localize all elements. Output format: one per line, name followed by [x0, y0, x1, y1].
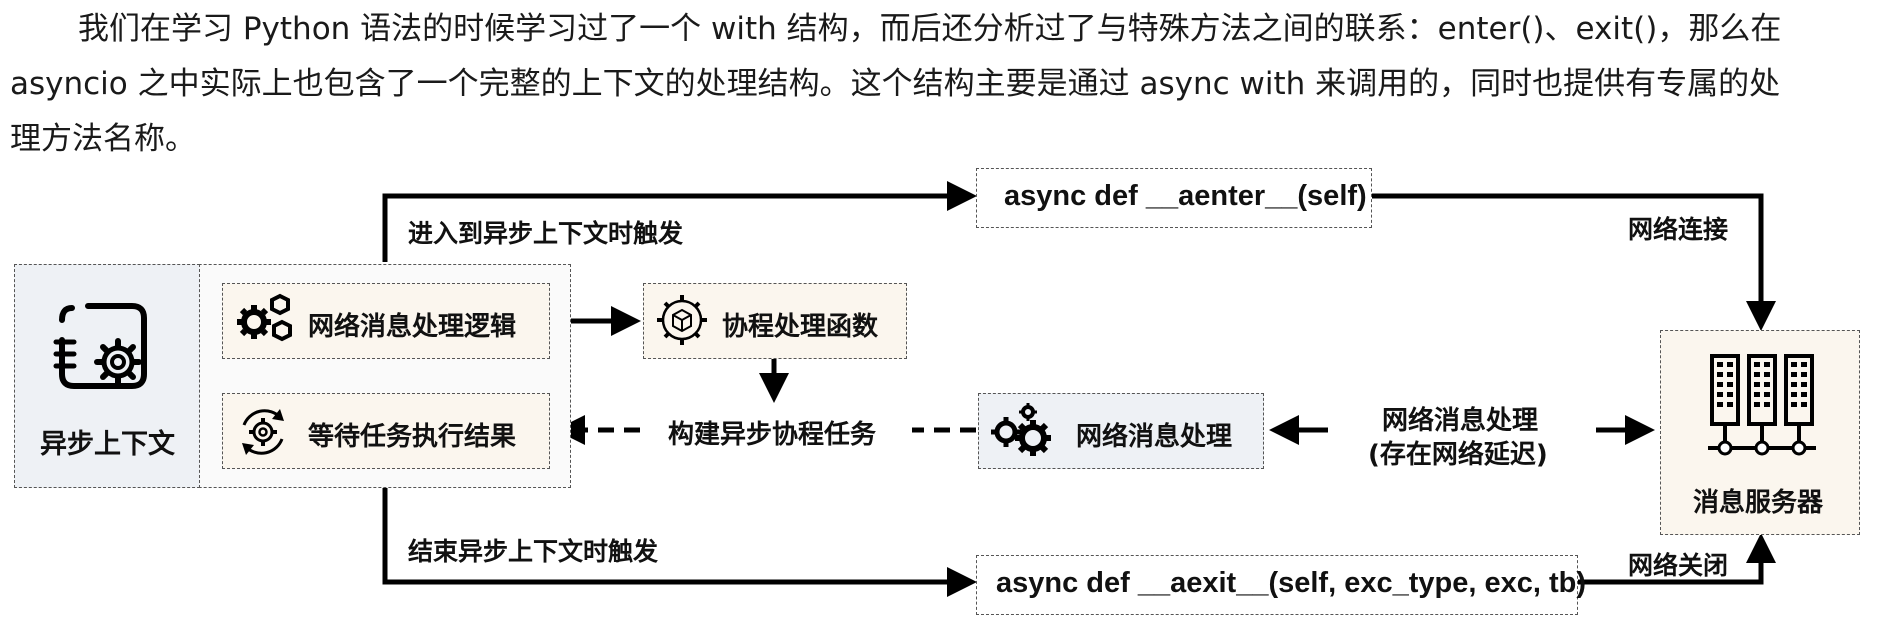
server-rack-icon [1706, 352, 1818, 466]
aenter-code: async def __aenter__(self) [1004, 180, 1367, 212]
aexit-box [976, 555, 1578, 615]
paragraph-line-2: asyncio 之中实际上也包含了一个完整的上下文的处理结构。这个结构主要是通过… [10, 66, 1781, 102]
coroutine-func-box [643, 283, 907, 359]
async-context-gear-icon [52, 290, 162, 404]
enter-trigger-label: 进入到异步上下文时触发 [408, 219, 684, 248]
connect-path [1372, 193, 1776, 331]
network-logic-label: 网络消息处理逻辑 [308, 312, 517, 342]
aexit-code: async def __aexit__(self, exc_type, exc,… [996, 567, 1586, 599]
network-delay-line2: (存在网络延迟) [1368, 440, 1548, 470]
network-connect-label: 网络连接 [1628, 215, 1729, 244]
network-delay-line1: 网络消息处理 [1382, 406, 1539, 436]
close-path [1578, 533, 1776, 585]
network-close-label: 网络关闭 [1628, 551, 1729, 580]
async-context-label: 异步上下文 [40, 429, 175, 460]
gears-process-icon [990, 402, 1056, 464]
sync-gear-icon [234, 403, 292, 465]
paragraph-line-1: 我们在学习 Python 语法的时候学习过了一个 with 结构，而后还分析过了… [78, 11, 1782, 47]
intro-paragraph: 我们在学习 Python 语法的时候学习过了一个 with 结构，而后还分析过了… [10, 2, 1880, 167]
enter-path [382, 181, 977, 262]
paragraph-line-3: 理方法名称。 [10, 121, 196, 157]
gears-icon [236, 292, 296, 352]
exit-path [382, 488, 977, 597]
message-server-label: 消息服务器 [1693, 488, 1824, 518]
coroutine-func-label: 协程处理函数 [722, 312, 879, 342]
cube-gear-icon [655, 293, 709, 351]
aenter-box [976, 168, 1372, 228]
network-process-label: 网络消息处理 [1076, 422, 1233, 452]
wait-result-label: 等待任务执行结果 [308, 422, 517, 452]
exit-trigger-label: 结束异步上下文时触发 [408, 537, 659, 566]
build-task-label: 构建异步协程任务 [668, 420, 877, 450]
